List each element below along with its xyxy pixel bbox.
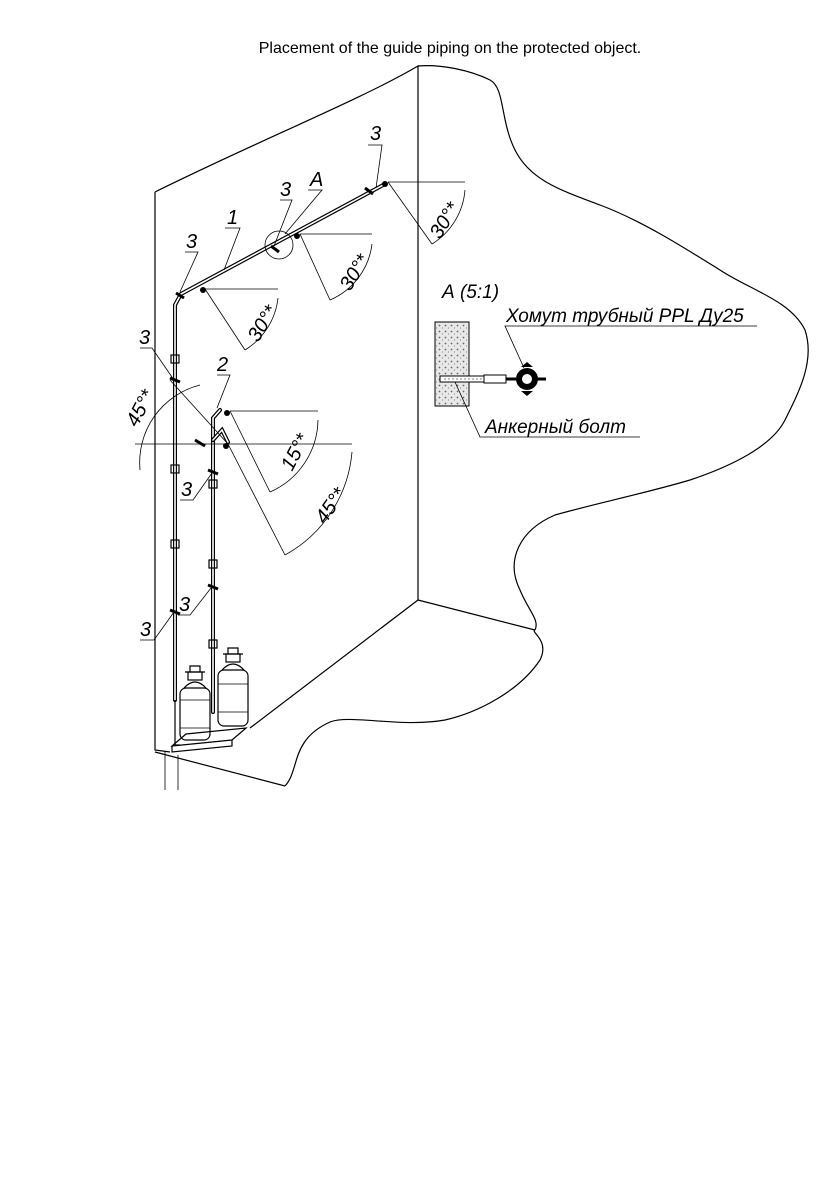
angle-label-45-right: 45°* xyxy=(311,483,352,528)
detail-a-view: А (5:1) Хомут трубный PPL Ду25 Анкерный … xyxy=(435,282,757,438)
angle-label-15: 15°* xyxy=(277,429,315,474)
cylinder-platform xyxy=(172,728,246,752)
clamp-label: 3 xyxy=(186,231,197,253)
clamp-callout: Хомут трубный PPL Ду25 xyxy=(505,306,744,327)
concrete-wall-section xyxy=(435,322,469,406)
clamp-label: 3 xyxy=(140,619,151,641)
clamp-label: 3 xyxy=(280,179,291,201)
clamp-label: 3 xyxy=(179,594,190,616)
detail-title: А (5:1) xyxy=(441,282,499,303)
angle-label-45-left: 45°* xyxy=(122,385,160,430)
clamp-label: 3 xyxy=(181,479,192,501)
angle-label-30-top: 30°* xyxy=(426,198,465,243)
clamp-label: 3 xyxy=(139,327,150,349)
gas-cylinder-2 xyxy=(218,648,248,726)
clamp-marks xyxy=(170,188,373,614)
detail-marker-label: A xyxy=(309,169,323,191)
angle-label-30-low: 30°* xyxy=(244,301,283,346)
clamp-label: 3 xyxy=(370,123,381,145)
wall-outline xyxy=(155,66,808,790)
pipe-1-label: 1 xyxy=(227,207,238,229)
bolt-callout: Анкерный болт xyxy=(484,417,626,438)
pipe-2-label: 2 xyxy=(216,354,228,376)
